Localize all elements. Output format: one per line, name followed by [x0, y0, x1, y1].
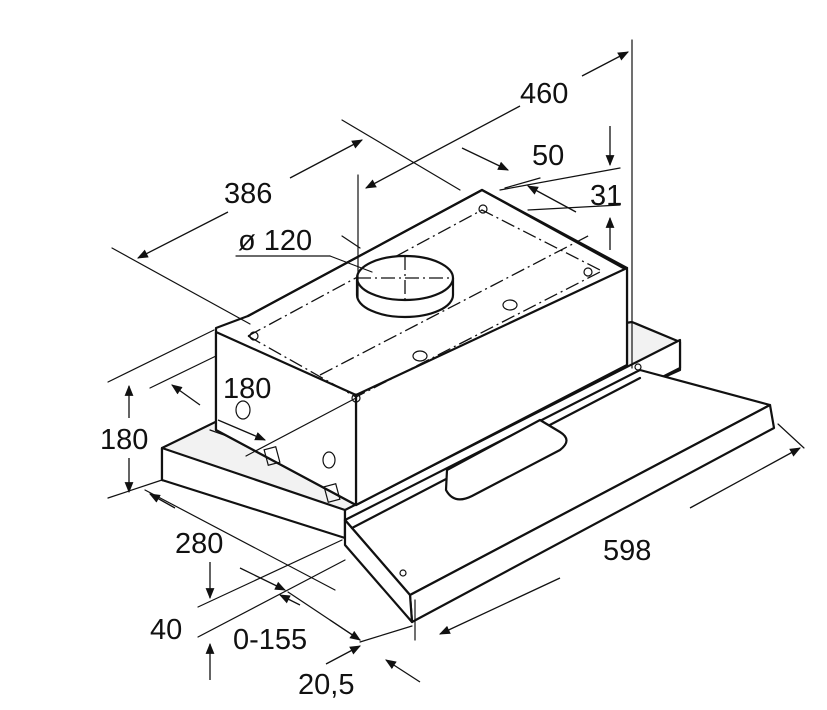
dim-label-body-depth: 180	[223, 373, 271, 405]
mount-hole-icon	[249, 331, 259, 341]
dim-label-0-155: 0-155	[233, 624, 307, 656]
dim-label-280: 280	[175, 528, 223, 560]
upper-body	[214, 188, 629, 507]
mount-hole-icon	[478, 204, 488, 214]
mount-hole-icon	[583, 267, 593, 277]
dim-label-20-5: 20,5	[298, 669, 354, 701]
mount-hole-icon	[351, 393, 361, 403]
dimension-labels: 460 50 31 386 ø 120 180 180 280 40 0-155…	[100, 78, 651, 701]
dim-label-460: 460	[520, 78, 568, 110]
dim-label-height: 180	[100, 424, 148, 456]
dim-label-598: 598	[603, 535, 651, 567]
dim-label-386: 386	[224, 178, 272, 210]
dimension-lines	[107, 39, 805, 683]
extendable-drawer	[343, 363, 776, 624]
dim-label-duct-diameter: ø 120	[238, 225, 312, 257]
duct-collar	[355, 254, 455, 319]
dim-label-31: 31	[590, 180, 622, 212]
dim-label-50: 50	[532, 140, 564, 172]
dim-label-40: 40	[150, 614, 182, 646]
